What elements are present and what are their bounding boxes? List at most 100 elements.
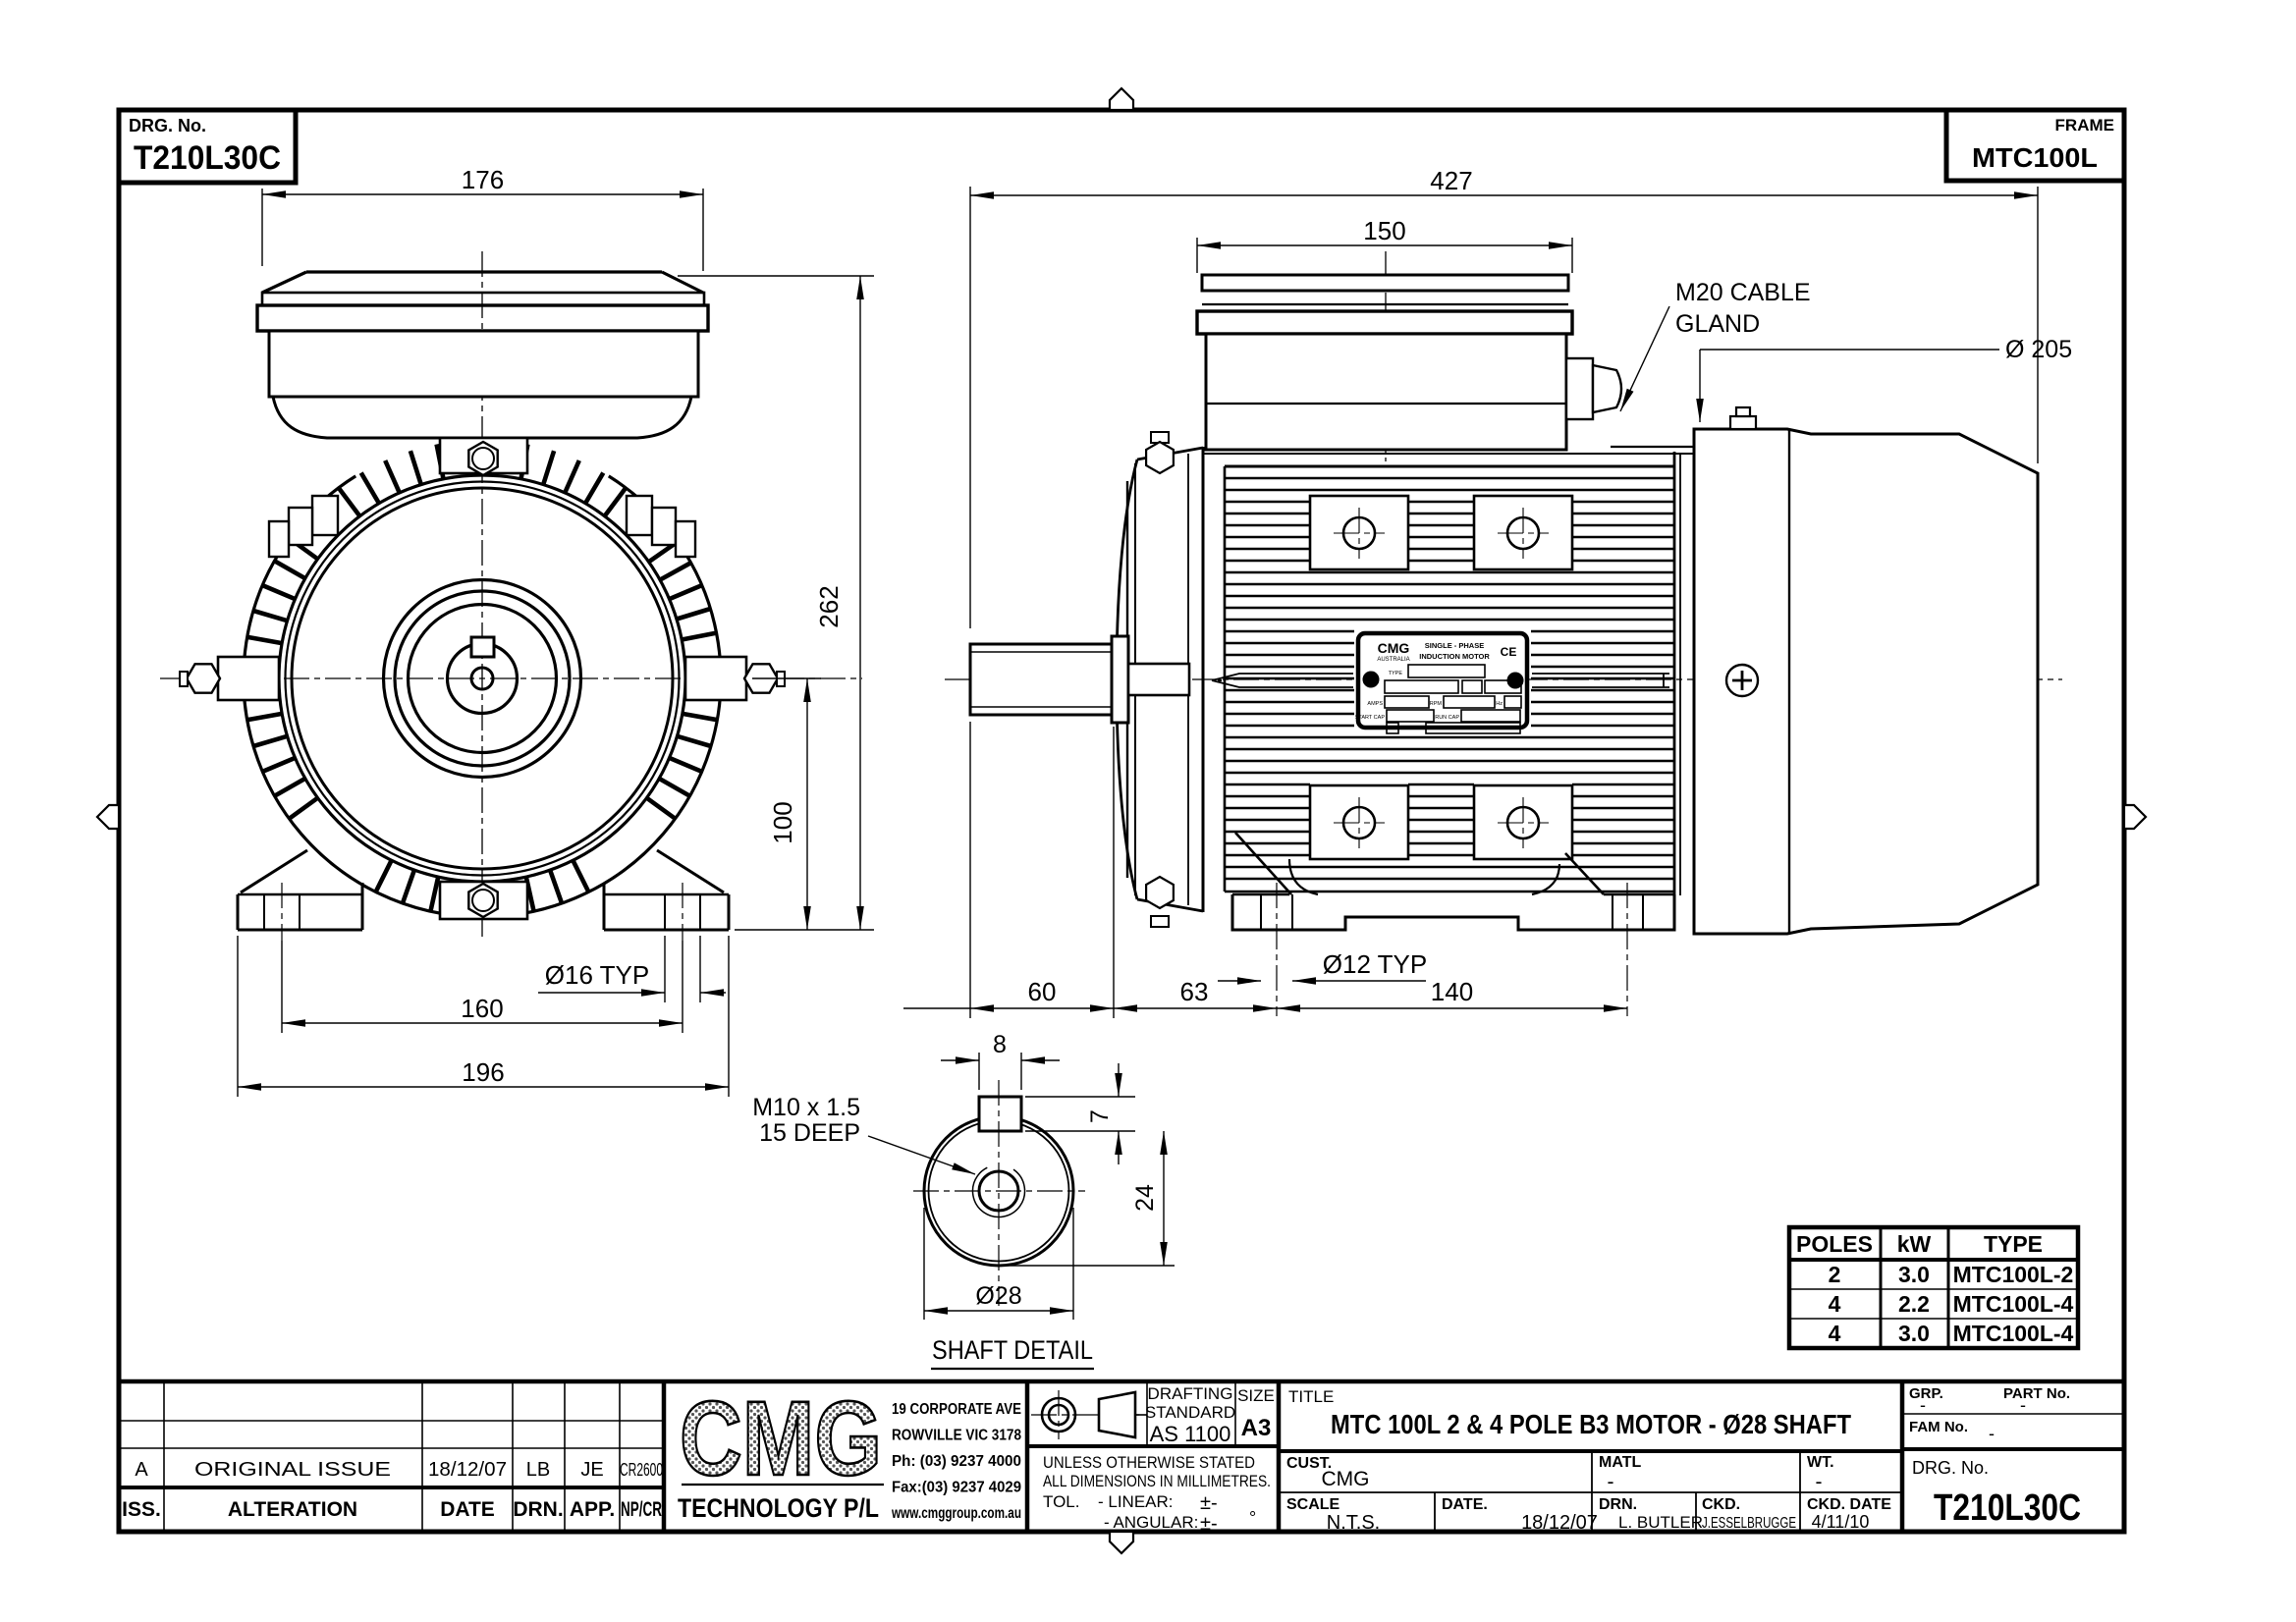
svg-text:ORIGINAL ISSUE: ORIGINAL ISSUE — [194, 1459, 391, 1481]
svg-text:60: 60 — [1028, 977, 1057, 1006]
svg-text:TYPE: TYPE — [1389, 671, 1403, 676]
svg-text:WT.: WT. — [1807, 1454, 1834, 1471]
svg-text:GRP.: GRP. — [1909, 1385, 1943, 1402]
svg-text:MATL: MATL — [1599, 1454, 1641, 1471]
svg-text:MTC100L-4: MTC100L-4 — [1953, 1291, 2074, 1317]
svg-text:AUSTRALIA: AUSTRALIA — [1377, 657, 1409, 663]
svg-text:2.2: 2.2 — [1898, 1291, 1930, 1317]
svg-text:AMPS: AMPS — [1367, 701, 1383, 707]
svg-text:-: - — [2020, 1395, 2026, 1415]
svg-text:CUST.: CUST. — [1286, 1455, 1332, 1472]
svg-text:TECHNOLOGY P/L: TECHNOLOGY P/L — [678, 1493, 879, 1523]
svg-text:M20 CABLE: M20 CABLE — [1675, 279, 1811, 306]
svg-text:2: 2 — [1829, 1262, 1841, 1287]
svg-text:±-: ±- — [1200, 1492, 1218, 1514]
svg-text:7: 7 — [1086, 1109, 1114, 1123]
svg-text:DRG. No.: DRG. No. — [1912, 1458, 1989, 1478]
svg-text:ALTERATION: ALTERATION — [228, 1498, 357, 1521]
svg-text:POLES: POLES — [1796, 1231, 1873, 1257]
svg-text:A3: A3 — [1241, 1415, 1272, 1441]
svg-text:TYPE: TYPE — [1984, 1231, 2043, 1257]
svg-text:ISS.: ISS. — [122, 1498, 161, 1521]
svg-text:CMG: CMG — [1322, 1468, 1370, 1490]
svg-text:SINGLE - PHASE: SINGLE - PHASE — [1425, 641, 1484, 650]
svg-text:Hz: Hz — [1496, 701, 1503, 707]
svg-text:UNLESS OTHERWISE STATED: UNLESS OTHERWISE STATED — [1043, 1453, 1255, 1472]
svg-text:100: 100 — [768, 801, 797, 843]
svg-text:CR2600: CR2600 — [620, 1460, 663, 1480]
svg-text:CKD. DATE: CKD. DATE — [1807, 1496, 1891, 1513]
svg-text:-: - — [1920, 1395, 1926, 1415]
svg-text:-: - — [1608, 1471, 1614, 1493]
svg-text:T210L30C: T210L30C — [1934, 1487, 2081, 1529]
svg-text:GLAND: GLAND — [1675, 310, 1760, 338]
svg-text:APP.: APP. — [570, 1498, 615, 1521]
svg-text:T210L30C: T210L30C — [134, 139, 281, 177]
svg-text:176: 176 — [462, 165, 504, 194]
svg-text:DATE: DATE — [440, 1498, 495, 1521]
svg-text:CKD.: CKD. — [1702, 1496, 1740, 1513]
svg-text:Ø16 TYP: Ø16 TYP — [545, 960, 649, 990]
svg-text:-: - — [1989, 1424, 1995, 1443]
svg-text:MTC100L: MTC100L — [1972, 142, 2098, 173]
svg-text:SIZE: SIZE — [1237, 1386, 1275, 1405]
svg-text:DRAFTING: DRAFTING — [1148, 1384, 1233, 1403]
svg-text:63: 63 — [1180, 977, 1209, 1006]
svg-text:ROWVILLE VIC 3178: ROWVILLE VIC 3178 — [892, 1428, 1021, 1444]
svg-text:MTC100L-2: MTC100L-2 — [1953, 1262, 2074, 1287]
svg-text:DATE.: DATE. — [1442, 1496, 1488, 1513]
svg-text:4: 4 — [1829, 1321, 1841, 1346]
svg-text:Ø12 TYP: Ø12 TYP — [1323, 949, 1427, 979]
svg-text:Ph: (03) 9237 4000: Ph: (03) 9237 4000 — [892, 1453, 1021, 1470]
svg-text:RUN CAP: RUN CAP — [1435, 715, 1459, 721]
svg-text:START CAP: START CAP — [1355, 715, 1386, 721]
svg-text:M10 x 1.5: M10 x 1.5 — [752, 1094, 860, 1121]
svg-text:4: 4 — [1829, 1291, 1841, 1317]
svg-text:TITLE: TITLE — [1288, 1387, 1334, 1406]
svg-text:MTC100L-4: MTC100L-4 — [1953, 1321, 2074, 1346]
svg-text:JE: JE — [580, 1459, 603, 1481]
svg-text:RPM: RPM — [1430, 701, 1443, 707]
svg-text:LB: LB — [526, 1459, 550, 1481]
svg-text:3.0: 3.0 — [1898, 1321, 1930, 1346]
svg-text:140: 140 — [1431, 977, 1473, 1006]
svg-text:±-: ±- — [1200, 1513, 1218, 1535]
svg-text:Fax:(03) 9237 4029: Fax:(03) 9237 4029 — [892, 1480, 1021, 1496]
svg-text:SCALE: SCALE — [1286, 1496, 1340, 1513]
svg-text:AS 1100: AS 1100 — [1150, 1422, 1231, 1446]
svg-text:kW: kW — [1897, 1231, 1932, 1257]
svg-text:19 CORPORATE AVE: 19 CORPORATE AVE — [892, 1401, 1021, 1418]
svg-text:196: 196 — [462, 1057, 504, 1087]
svg-text:160: 160 — [461, 994, 503, 1023]
svg-text:150: 150 — [1363, 216, 1405, 245]
svg-text:Ø28: Ø28 — [975, 1282, 1021, 1310]
svg-text:CMG: CMG — [680, 1379, 882, 1497]
svg-text:3.0: 3.0 — [1898, 1262, 1930, 1287]
svg-text:Ø 205: Ø 205 — [2005, 336, 2072, 363]
svg-text:TOL.: TOL. — [1043, 1492, 1079, 1511]
svg-text:FAM No.: FAM No. — [1909, 1419, 1968, 1435]
svg-text:18/12/07: 18/12/07 — [1521, 1512, 1598, 1534]
svg-text:262: 262 — [814, 585, 844, 627]
svg-text:INDUCTION MOTOR: INDUCTION MOTOR — [1419, 652, 1490, 661]
svg-text:18/12/07: 18/12/07 — [428, 1459, 507, 1481]
svg-text:L. BUTLER: L. BUTLER — [1618, 1513, 1703, 1532]
svg-text:www.cmggroup.com.au: www.cmggroup.com.au — [891, 1505, 1021, 1522]
svg-text:J.ESSELBRUGGE: J.ESSELBRUGGE — [1702, 1515, 1796, 1532]
svg-text:°: ° — [1249, 1508, 1256, 1528]
svg-text:N.T.S.: N.T.S. — [1327, 1512, 1380, 1534]
svg-text:STANDARD: STANDARD — [1145, 1403, 1235, 1422]
svg-text:- LINEAR:: - LINEAR: — [1098, 1492, 1174, 1511]
svg-text:FRAME: FRAME — [2055, 116, 2114, 135]
svg-text:A: A — [135, 1459, 148, 1481]
svg-text:-: - — [1816, 1471, 1823, 1493]
svg-text:427: 427 — [1430, 166, 1472, 195]
svg-text:DRN.: DRN. — [1599, 1496, 1637, 1513]
svg-text:NP/CR: NP/CR — [621, 1498, 662, 1521]
svg-text:- ANGULAR:: - ANGULAR: — [1104, 1513, 1198, 1532]
svg-text:DRN.: DRN. — [513, 1498, 563, 1521]
svg-text:DRG. No.: DRG. No. — [129, 116, 206, 135]
svg-text:24: 24 — [1131, 1184, 1159, 1212]
svg-text:CE: CE — [1501, 645, 1517, 659]
svg-text:15 DEEP: 15 DEEP — [759, 1119, 860, 1147]
